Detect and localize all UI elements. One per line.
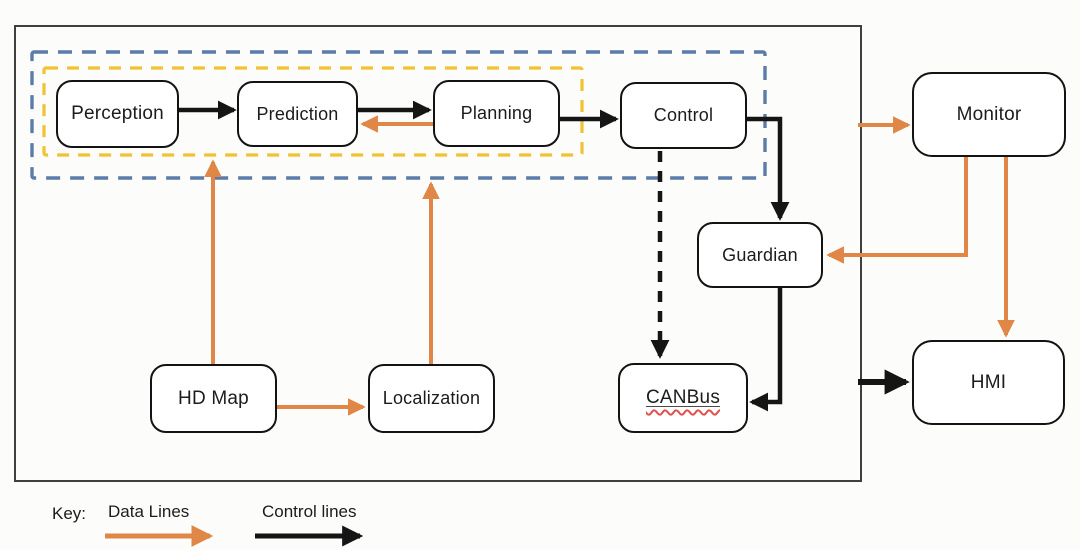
node-perception: Perception [56,80,179,148]
node-perception-label: Perception [71,103,164,124]
legend-data-lines-label: Data Lines [108,502,190,521]
node-hmi-label: HMI [970,371,1007,393]
node-canbus-label-text: CANBus [645,387,721,408]
node-localization: Localization [368,364,495,433]
node-canbus-label: CANBus [646,387,720,409]
legend: Key: Data Lines Control lines [0,495,1080,550]
legend-control-lines-label: Control lines [262,502,357,521]
node-hmi: HMI [912,340,1065,425]
node-prediction: Prediction [237,81,358,147]
node-control-label: Control [653,105,714,125]
node-hdmap: HD Map [150,364,277,433]
node-control: Control [620,82,747,149]
node-guardian: Guardian [697,222,823,288]
node-planning: Planning [433,80,560,147]
node-monitor: Monitor [912,72,1066,157]
legend-key-label: Key: [52,504,87,523]
node-canbus: CANBus [618,363,748,433]
node-prediction-label: Prediction [256,103,339,124]
node-monitor-label: Monitor [956,103,1022,125]
node-guardian-label: Guardian [722,244,798,265]
node-planning-label: Planning [460,103,533,123]
node-localization-label: Localization [382,388,481,408]
node-hdmap-label: HD Map [178,387,249,409]
